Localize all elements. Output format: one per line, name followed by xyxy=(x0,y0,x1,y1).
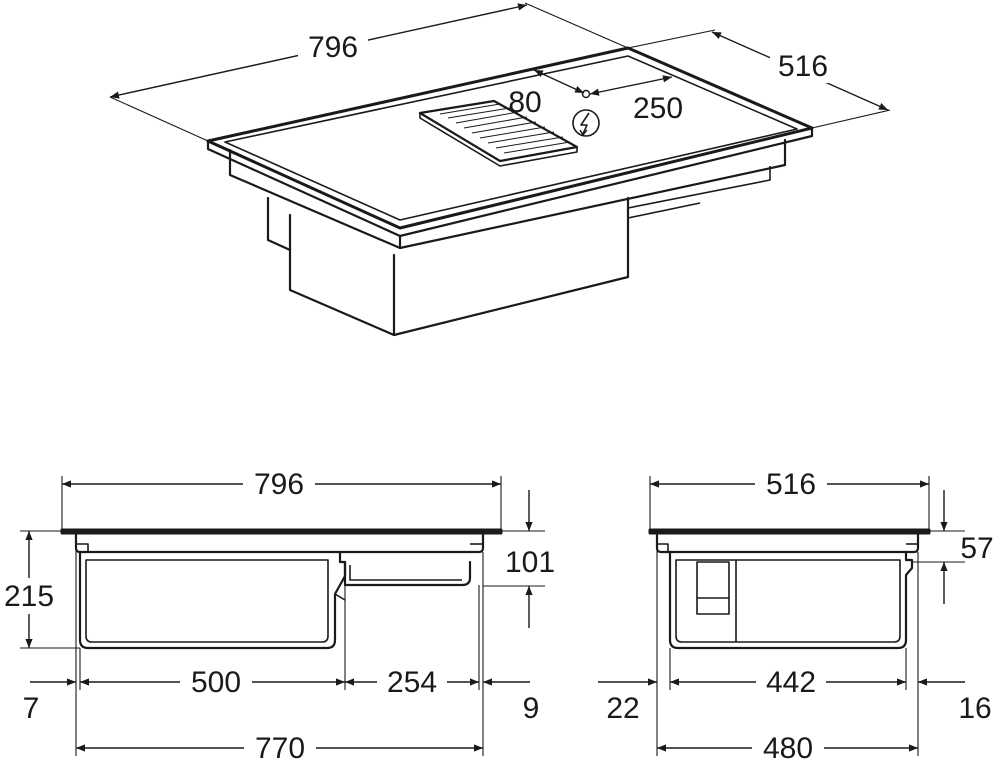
front-thickness-label: 101 xyxy=(505,546,555,579)
iso-depth-dimension: 516 xyxy=(627,29,891,129)
front-view: 796 101 215 7 500 xyxy=(0,466,555,765)
side-body-depth-label: 442 xyxy=(766,666,816,699)
iso-hob-top xyxy=(206,46,814,238)
front-thickness-dimension: 101 xyxy=(483,490,555,628)
side-bottom-dimensions: 22 442 16 480 xyxy=(598,664,992,765)
front-height-dimension: 215 xyxy=(0,530,80,649)
side-hob-outline xyxy=(648,528,931,650)
front-cutout-width-label: 770 xyxy=(255,732,305,765)
iso-vent-grille xyxy=(418,99,579,167)
iso-socket-distance-label: 250 xyxy=(633,92,683,125)
front-duct-width-label: 254 xyxy=(387,666,437,699)
front-width-dimension: 796 xyxy=(61,466,502,530)
side-depth-label: 516 xyxy=(766,468,816,501)
side-glass-height-label: 57 xyxy=(960,532,993,565)
front-right-margin-label: 9 xyxy=(523,692,540,725)
front-width-label: 796 xyxy=(254,468,304,501)
front-height-label: 215 xyxy=(4,580,54,613)
front-hob-outline xyxy=(60,528,503,650)
side-cutout-depth-label: 480 xyxy=(763,732,813,765)
iso-socket-offset-label: 80 xyxy=(508,86,541,119)
iso-hob-box xyxy=(228,138,787,337)
side-left-margin-label: 22 xyxy=(606,692,639,725)
side-view: 516 57 22 442 16 480 xyxy=(598,466,994,765)
front-bottom-dimensions: 7 500 254 9 770 xyxy=(23,664,540,765)
iso-view: 796 516 80 250 xyxy=(109,2,891,337)
lightning-bolt-icon xyxy=(572,89,600,137)
front-left-margin-label: 7 xyxy=(23,692,40,725)
side-right-margin-label: 16 xyxy=(958,692,991,725)
front-body-width-label: 500 xyxy=(191,666,241,699)
iso-width-dimension: 796 xyxy=(109,2,629,142)
side-glass-height-dimension: 57 xyxy=(912,490,994,604)
iso-width-label: 796 xyxy=(308,31,358,64)
side-depth-dimension: 516 xyxy=(649,466,930,530)
iso-depth-label: 516 xyxy=(778,50,828,83)
iso-socket-dimensions: 80 250 xyxy=(508,69,683,125)
